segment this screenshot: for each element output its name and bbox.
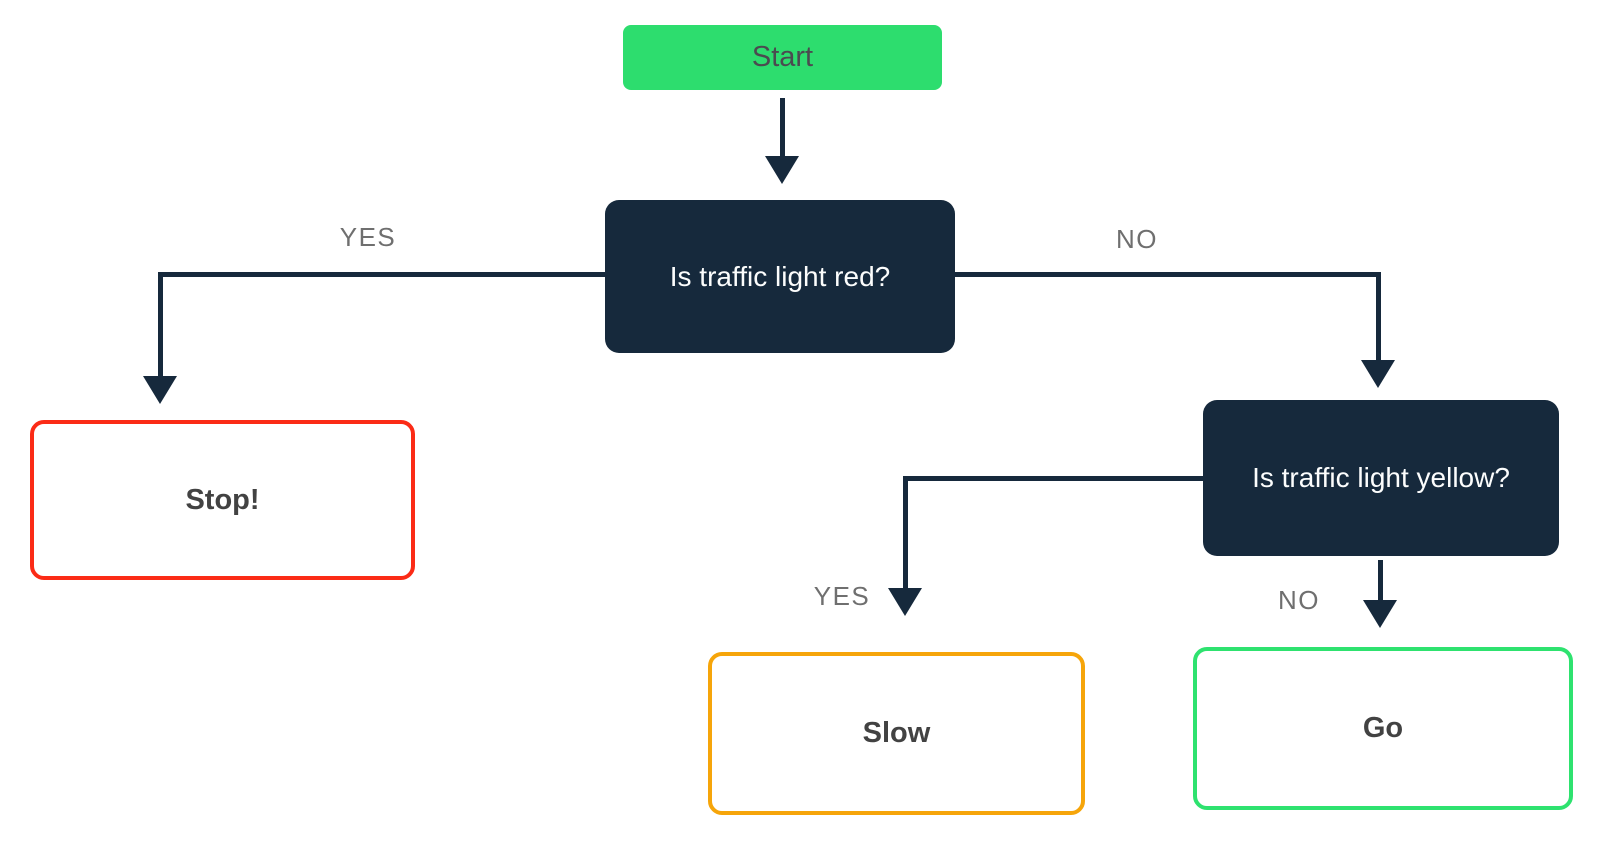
connector-red-no-horizontal xyxy=(955,272,1381,277)
arrow-down-icon xyxy=(888,588,922,616)
decision-node-yellow: Is traffic light yellow? xyxy=(1203,400,1559,556)
connector-yellow-no-vertical xyxy=(1378,560,1383,602)
decision-node-red: Is traffic light red? xyxy=(605,200,955,353)
go-node: Go xyxy=(1193,647,1573,810)
go-node-label: Go xyxy=(1362,712,1404,744)
decision-node-yellow-label: Is traffic light yellow? xyxy=(1252,462,1510,493)
slow-node-label: Slow xyxy=(862,717,931,749)
connector-red-no-vertical xyxy=(1376,272,1381,362)
edge-label-yellow-no: NO xyxy=(1278,585,1320,615)
connector-red-yes-vertical xyxy=(158,272,163,378)
edge-label-red-yes: YES xyxy=(339,222,397,252)
connector-yellow-yes-horizontal xyxy=(903,476,1203,481)
edge-label-yellow-yes: YES xyxy=(813,581,871,611)
arrow-down-icon xyxy=(765,156,799,184)
arrow-down-icon xyxy=(1361,360,1395,388)
slow-node: Slow xyxy=(708,652,1085,815)
arrow-down-icon xyxy=(1363,600,1397,628)
connector-yellow-yes-vertical xyxy=(903,476,908,590)
arrow-down-icon xyxy=(143,376,177,404)
decision-node-red-label: Is traffic light red? xyxy=(669,260,891,292)
connector-red-yes-horizontal xyxy=(158,272,605,277)
edge-label-red-no: NO xyxy=(1116,224,1158,254)
connector-start-to-decision-red xyxy=(780,98,785,158)
stop-node-label: Stop! xyxy=(185,483,260,516)
start-node-label: Start xyxy=(751,41,814,73)
start-node: Start xyxy=(623,25,942,90)
stop-node: Stop! xyxy=(30,420,415,580)
